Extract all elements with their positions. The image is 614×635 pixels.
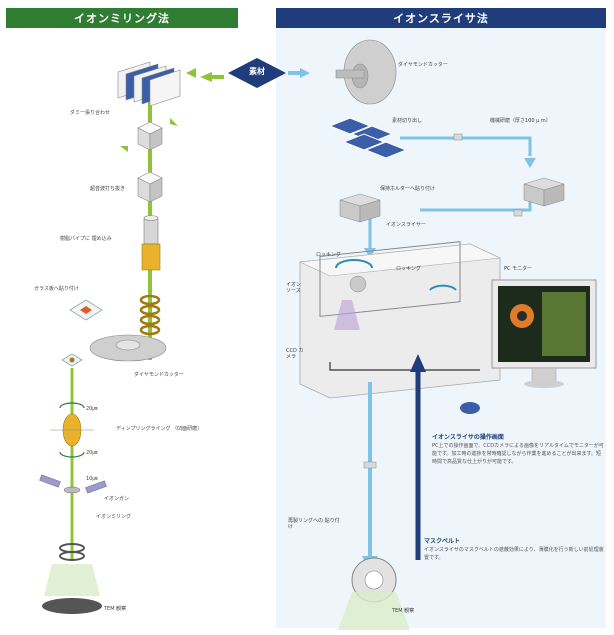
diamond-cutter-icon (335, 39, 397, 105)
step-label: 保持ホルダーへ貼り付け (380, 186, 436, 192)
step-label: ディンプリングライング （凹面研磨） (116, 426, 203, 432)
step-label: 超音波打ち抜き (90, 186, 126, 192)
cut-tiles-icon (328, 117, 408, 159)
step-label: イオンスライサー (386, 222, 426, 228)
step-label: ロッキング (316, 252, 341, 258)
header-ion-slicer: イオンスライサ法 (276, 8, 606, 28)
resin-pipe-icon (141, 215, 161, 271)
diamond-cutter-disk-icon (89, 294, 167, 362)
step-label: 再製リングへの 貼り付け (288, 518, 340, 530)
arrow-in-icon (170, 118, 178, 126)
mouse-icon (460, 402, 480, 414)
arrow-left-icon (200, 72, 212, 82)
holder-icon (339, 193, 381, 223)
pc-monitor-icon (491, 279, 597, 388)
step-label: 機械研磨（厚さ100 μ m） (490, 118, 551, 124)
glass-plate-icon (69, 299, 103, 321)
material-badge-label: 素材 (249, 67, 265, 76)
step-label: PC モニター (504, 266, 533, 272)
step-label: イオン ソース (286, 282, 302, 294)
step-label: ロッキング (396, 266, 421, 272)
header-ion-milling: イオンミリング法 (6, 8, 238, 28)
punched-cube-icon (137, 171, 163, 203)
glued-cube-icon (137, 121, 163, 151)
angle-label: 20㎛ (86, 450, 98, 456)
step-label: ダイヤモンドカッター (134, 372, 184, 378)
holder-icon-2 (523, 177, 565, 207)
feature-text: PC上での操作画面で、CCDカメラによる画像をリアルタイムでモニターが可能です。… (432, 443, 604, 465)
grid-ring-icon (338, 557, 410, 630)
arrow-right-icon (300, 68, 310, 78)
polished-chip-icon (453, 133, 463, 141)
mask-title: マスクベルト (424, 538, 461, 545)
step-label: 樹脂パイプに 埋め込み (60, 236, 112, 242)
step-label: TEM 観察 (104, 606, 127, 612)
step-label: TEM 観察 (392, 608, 415, 614)
ion-slicer-machine-icon (298, 241, 502, 399)
sample-chip-icon (61, 353, 83, 367)
milling-holder-icon (44, 543, 100, 596)
dummy-plates-icon (117, 61, 181, 107)
feature-title: イオンスライサの操作画面 (432, 434, 504, 441)
step-label: イオンミリング (96, 514, 132, 520)
step-label: 素材切り出し (392, 118, 423, 124)
angle-label: 10㎛ (86, 476, 98, 482)
step-label: ダイヤモンドカッター (398, 62, 448, 68)
mask-text: イオンスライサのマスクベルトの遮蔽効果により、薄膜化を行う新しい前処理装置です。 (424, 547, 604, 561)
ion-gun-icon (39, 474, 107, 494)
dimpling-icon (50, 402, 94, 458)
step-label: ダミー張り合わせ (70, 110, 111, 116)
tem-image-left (42, 598, 102, 614)
step-label: CCD カメラ (286, 348, 304, 360)
step-label: イオンガン (104, 496, 130, 502)
angle-label: 20㎛ (86, 406, 98, 412)
step-label: ガラス板へ貼り付け (34, 286, 79, 292)
